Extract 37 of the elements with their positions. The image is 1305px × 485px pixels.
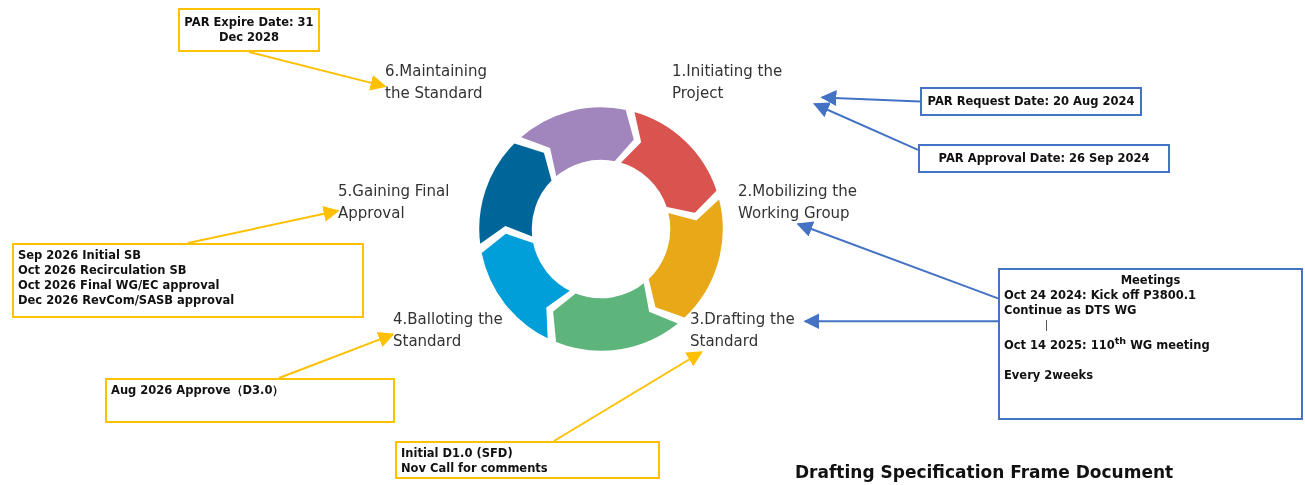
callout-text: Oct 2026 Recirculation SB — [18, 263, 187, 278]
arrow — [796, 221, 999, 300]
callout-box — [918, 144, 1170, 173]
stage-label: 5.Gaining Final Approval — [338, 180, 463, 224]
arrow — [248, 51, 387, 91]
callout-text: Initial D1.0 (SFD) — [401, 446, 513, 461]
callout-text: PAR Approval Date: 26 Sep 2024 — [938, 151, 1150, 166]
callout-text: Oct 2026 Final WG/EC approval — [18, 278, 220, 293]
arrow — [820, 90, 921, 106]
callout-box — [105, 378, 395, 423]
arrow — [278, 332, 395, 379]
caption: Drafting Specification Frame Document — [795, 462, 1174, 482]
callout-text: Oct 14 2025: 110$^{th}$ WG meeting — [1004, 334, 1210, 353]
callout-text: Continue as DTS WG — [1004, 303, 1137, 318]
callout-box — [12, 243, 364, 318]
arrow — [803, 313, 999, 330]
callout-box — [178, 8, 320, 52]
stage-label: 6.Maintaining the Standard — [385, 60, 510, 104]
callout-text: Oct 24 2024: Kick off P3800.1 — [1004, 288, 1197, 303]
callout-text: Sep 2026 Initial SB — [18, 248, 141, 263]
box-heading: Meetings — [1120, 273, 1181, 288]
callout-box — [998, 268, 1303, 420]
callout-text: Aug 2026 Approve（D3.0） — [111, 383, 285, 398]
arrow — [813, 102, 919, 151]
callout-text: PAR Request Date: 20 Aug 2024 — [927, 94, 1135, 109]
stage-label: 4.Balloting the Standard — [393, 308, 518, 352]
callout-text: Every 2weeks — [1004, 367, 1094, 383]
callout-text: Nov Call for comments — [401, 461, 548, 476]
callout-text: Dec 2026 RevCom/SASB approval — [18, 293, 235, 308]
arrow — [187, 206, 340, 244]
stage-label: 1.Initiating the Project — [672, 60, 822, 104]
callout-box — [395, 441, 660, 479]
callout-text: PAR Expire Date: 31 Dec 2028 — [184, 15, 314, 45]
stage-label: 2.Mobilizing the Working Group — [738, 180, 888, 224]
stage-label: 3.Drafting the Standard — [690, 308, 805, 352]
callout-box — [920, 87, 1142, 116]
arrow — [553, 351, 703, 442]
